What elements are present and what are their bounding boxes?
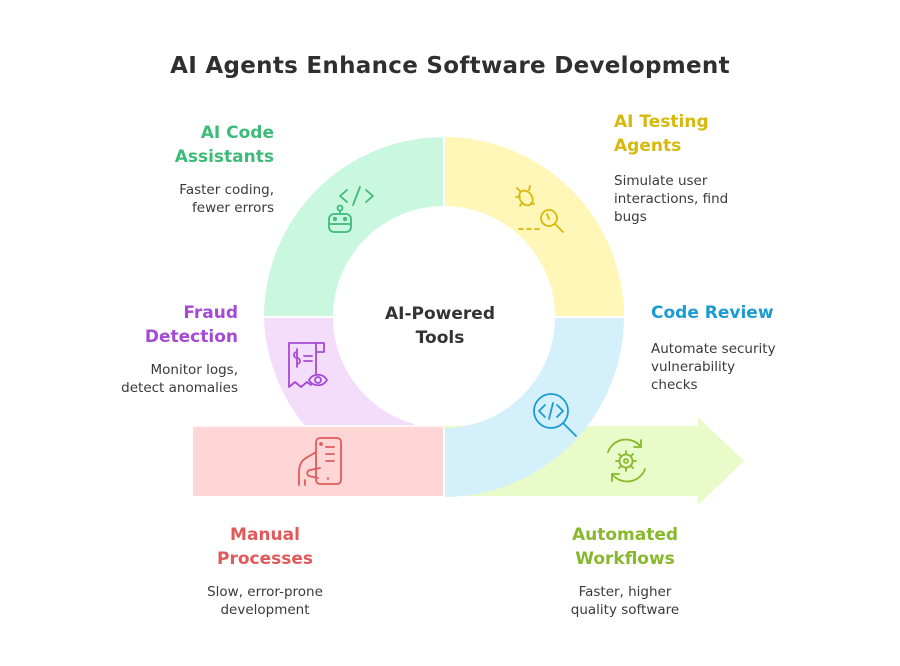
segment-code-assistants: [264, 137, 444, 317]
code-review-desc-line2: vulnerability: [651, 359, 736, 375]
manual-processes-desc-line1: Slow, error-prone: [207, 584, 323, 600]
code-review-desc-line1: Automate security: [651, 341, 776, 357]
automated-workflows-title: Automated Workflows: [525, 523, 725, 571]
manual-processes-title: Manual Processes: [170, 523, 360, 571]
testing-agents-desc-line2: interactions, find: [614, 191, 729, 207]
automated-workflows-title-line1: Automated: [571, 525, 679, 545]
automated-workflows-title-line2: Workflows: [575, 549, 675, 569]
receipt-eye-icon: [288, 342, 328, 388]
code-assistants-desc-line1: Faster coding,: [179, 182, 274, 198]
segment-fraud-detection: [264, 317, 414, 426]
code-assistants-desc-line2: fewer errors: [192, 200, 274, 216]
testing-agents-desc: Simulate user interactions, find bugs: [614, 172, 814, 226]
testing-agents-desc-line1: Simulate user: [614, 173, 708, 189]
fraud-detection-title-line2: Detection: [144, 327, 238, 347]
segment-testing-agents: [444, 137, 624, 317]
diagram-title: AI Agents Enhance Software Development: [170, 53, 730, 79]
manual-processes-title-line1: Manual: [230, 525, 300, 545]
code-magnifier-icon: [533, 393, 577, 437]
fraud-detection-title: Fraud Detection: [60, 301, 238, 349]
center-label-line1: AI-Powered: [385, 304, 495, 324]
center-label: AI-Powered Tools: [360, 302, 520, 350]
code-assistants-title-line2: Assistants: [174, 147, 274, 167]
gear-cycle-icon: [607, 438, 646, 483]
fraud-detection-title-line1: Fraud: [183, 303, 238, 323]
code-review-desc-line3: checks: [651, 377, 698, 393]
testing-agents-desc-line3: bugs: [614, 209, 647, 225]
manual-processes-desc-line2: development: [220, 602, 310, 618]
testing-agents-title: AI Testing Agents: [614, 110, 814, 158]
fraud-detection-desc-line2: detect anomalies: [121, 380, 238, 396]
hand-phone-icon: [298, 437, 342, 486]
code-review-title: Code Review: [651, 301, 851, 325]
automated-workflows-desc: Faster, higher quality software: [525, 583, 725, 619]
fraud-detection-desc-line1: Monitor logs,: [150, 362, 238, 378]
manual-processes-desc: Slow, error-prone development: [170, 583, 360, 619]
bug-search-icon: [515, 185, 564, 233]
fraud-detection-desc: Monitor logs, detect anomalies: [60, 361, 238, 397]
code-review-title-line1: Code Review: [651, 303, 774, 323]
manual-processes-bar: [193, 426, 443, 496]
code-assistants-title-line1: AI Code: [200, 123, 274, 143]
manual-processes-title-line2: Processes: [216, 549, 313, 569]
code-assistants-title: AI Code Assistants: [100, 121, 274, 169]
testing-agents-title-line2: Agents: [614, 136, 682, 156]
code-assistants-desc: Faster coding, fewer errors: [100, 181, 274, 217]
testing-agents-title-line1: AI Testing: [614, 112, 709, 132]
code-review-desc: Automate security vulnerability checks: [651, 340, 851, 394]
center-label-line2: Tools: [415, 328, 465, 348]
automated-workflows-desc-line1: Faster, higher: [578, 584, 672, 600]
code-robot-icon: [328, 186, 374, 233]
automated-workflows-desc-line2: quality software: [570, 602, 680, 618]
